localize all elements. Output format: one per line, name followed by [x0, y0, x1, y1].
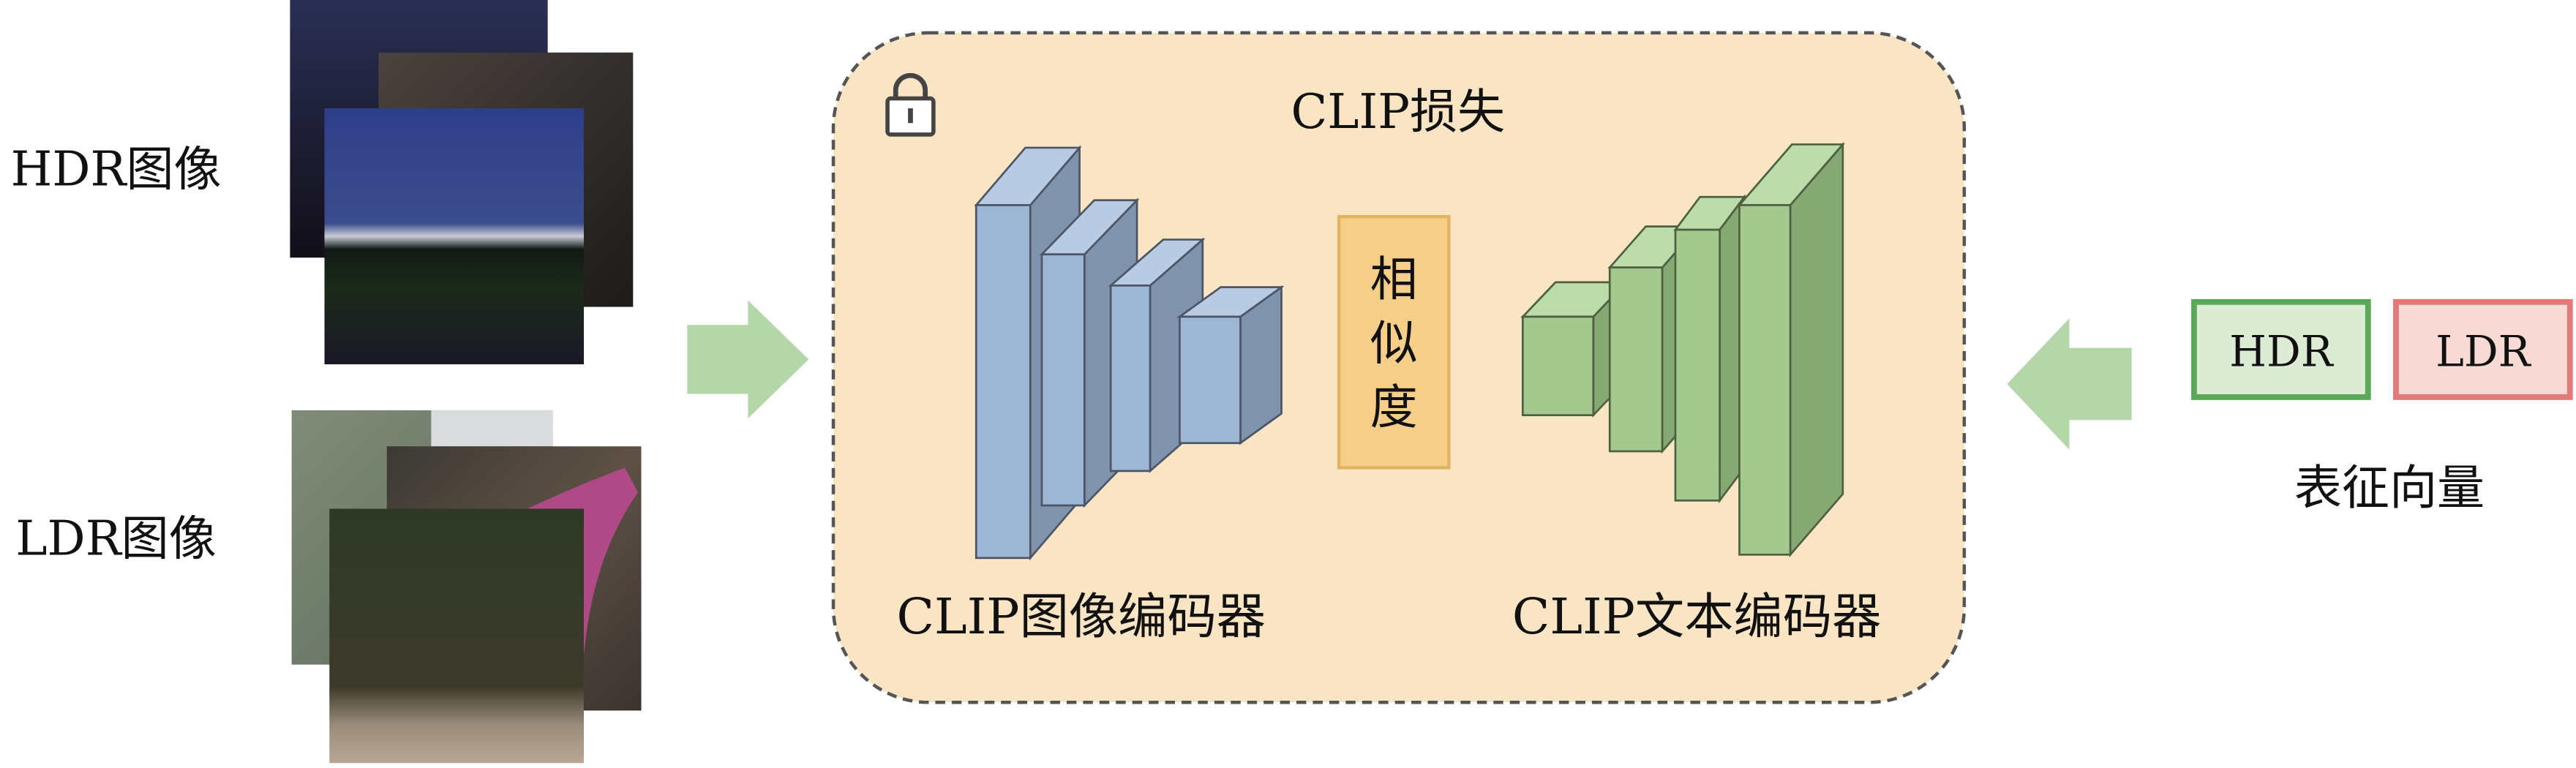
text-encoder-label: CLIP文本编码器: [1512, 588, 1882, 645]
ldr-image-stack: [291, 410, 642, 764]
text-encoder-layer-3: [1673, 194, 1746, 504]
image-encoder-layer-4: [1176, 285, 1285, 445]
ldr-image-3: [329, 508, 584, 764]
hdr-image-3: [324, 108, 584, 365]
hdr-image-stack: [290, 0, 634, 365]
representation-vector-caption: 表征向量: [2294, 461, 2485, 516]
hdr-images-label: HDR图像: [11, 143, 222, 197]
arrow-right-icon: [687, 300, 809, 419]
arrow-left-icon: [2007, 318, 2132, 450]
similarity-char-1: 相: [1370, 252, 1418, 307]
ldr-token-label: LDR: [2436, 326, 2531, 376]
similarity-char-2: 似: [1370, 316, 1418, 371]
hdr-token-label: HDR: [2229, 326, 2335, 376]
lock-icon: [885, 72, 936, 137]
text-encoder-layer-4: [1737, 141, 1845, 557]
image-encoder-label: CLIP图像编码器: [897, 588, 1266, 645]
text-encoder: [1520, 141, 1845, 557]
clip-loss-title: CLIP损失: [1291, 85, 1506, 140]
ldr-image-stones: [431, 410, 553, 447]
similarity-char-3: 度: [1370, 380, 1418, 435]
image-encoder: [974, 145, 1285, 561]
similarity-box: [1337, 214, 1451, 470]
ldr-token-box: [2392, 298, 2573, 400]
ldr-images-label: LDR图像: [15, 511, 216, 566]
hdr-token-box: [2191, 298, 2371, 400]
